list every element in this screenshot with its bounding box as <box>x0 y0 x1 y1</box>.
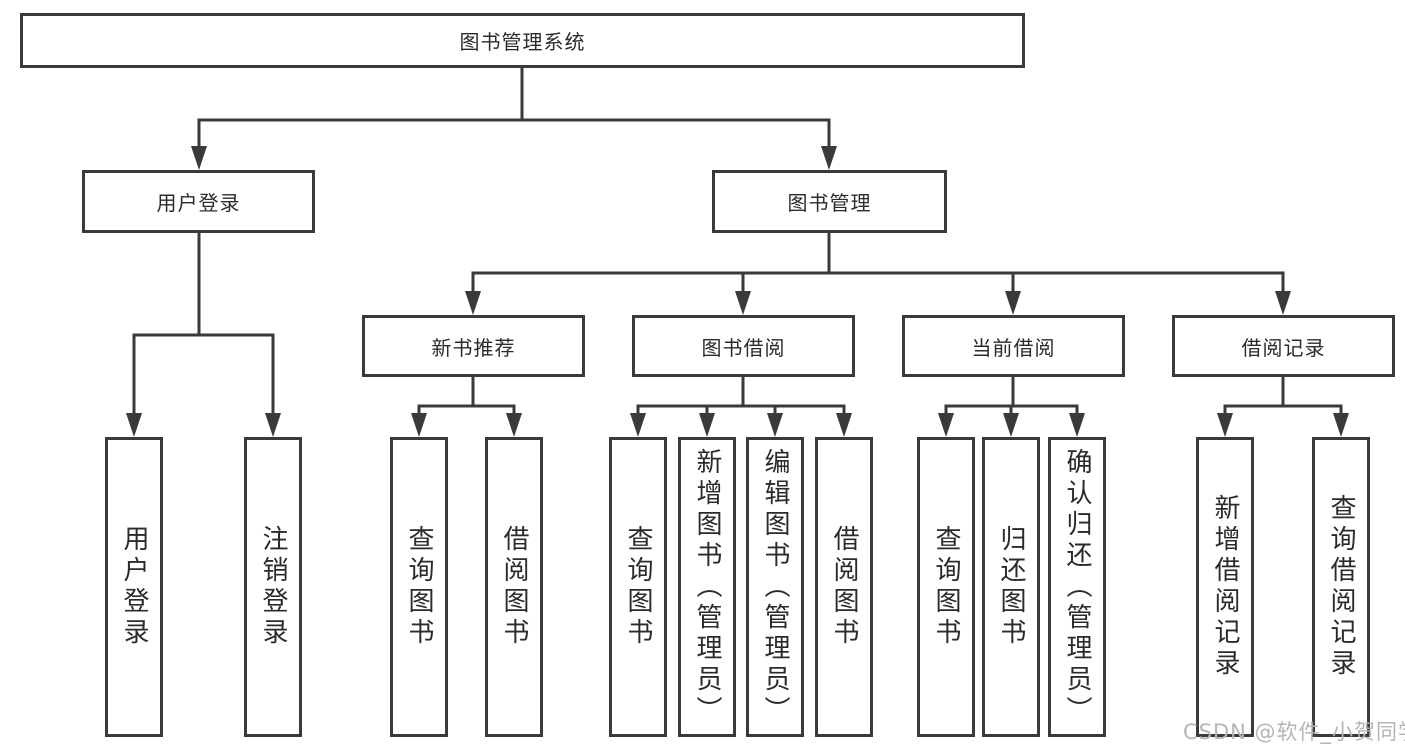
node-current-borrow-label: 当前借阅 <box>971 335 1056 360</box>
leaf-user-login: 用户登录 <box>105 437 163 737</box>
leaf-add-borrow-record-label: 新增借阅记录 <box>1210 494 1240 680</box>
leaf-confirm-return-admin: 确认归还（管理员） <box>1048 437 1106 737</box>
leaf-logout: 注销登录 <box>244 437 302 737</box>
watermark: CSDN @软件_小贺同学 <box>1183 720 1405 744</box>
node-new-book-recommend-label: 新书推荐 <box>431 335 516 360</box>
leaf-return-book-label: 归还图书 <box>996 525 1026 649</box>
leaf-query-borrow-record-label: 查询借阅记录 <box>1326 494 1356 680</box>
leaf-logout-label: 注销登录 <box>258 525 288 649</box>
leaf-query-book-3: 查询图书 <box>917 437 975 737</box>
leaf-add-borrow-record: 新增借阅记录 <box>1196 437 1254 737</box>
leaf-add-book-admin-label: 新增图书（管理员） <box>692 447 722 727</box>
leaf-edit-book-admin: 编辑图书（管理员） <box>746 437 804 737</box>
leaf-edit-book-admin-label: 编辑图书（管理员） <box>760 447 790 727</box>
root-node-system: 图书管理系统 <box>20 13 1025 68</box>
node-current-borrow: 当前借阅 <box>902 315 1125 377</box>
leaf-query-borrow-record: 查询借阅记录 <box>1312 437 1370 737</box>
leaf-user-login-label: 用户登录 <box>119 525 149 649</box>
node-book-management-label: 图书管理 <box>787 191 872 215</box>
leaf-query-book-2: 查询图书 <box>609 437 667 737</box>
leaf-query-book-3-label: 查询图书 <box>931 525 961 649</box>
leaf-borrow-book-1-label: 借阅图书 <box>499 525 529 649</box>
node-borrow-records: 借阅记录 <box>1172 315 1395 377</box>
node-borrow-records-label: 借阅记录 <box>1241 335 1326 360</box>
node-new-book-recommend: 新书推荐 <box>362 315 585 377</box>
leaf-return-book: 归还图书 <box>982 437 1040 737</box>
leaf-borrow-book-2-label: 借阅图书 <box>829 525 859 649</box>
node-book-borrow-label: 图书借阅 <box>701 335 786 360</box>
node-user-login-label: 用户登录 <box>156 191 241 215</box>
leaf-borrow-book-1: 借阅图书 <box>485 437 543 737</box>
root-node-label: 图书管理系统 <box>459 30 586 54</box>
node-user-login: 用户登录 <box>82 170 315 233</box>
leaf-add-book-admin: 新增图书（管理员） <box>678 437 736 737</box>
leaf-query-book-2-label: 查询图书 <box>623 525 653 649</box>
leaf-query-book-1: 查询图书 <box>390 437 448 737</box>
node-book-management: 图书管理 <box>712 170 947 233</box>
node-book-borrow: 图书借阅 <box>632 315 855 377</box>
leaf-query-book-1-label: 查询图书 <box>404 525 434 649</box>
leaf-borrow-book-2: 借阅图书 <box>815 437 873 737</box>
leaf-confirm-return-admin-label: 确认归还（管理员） <box>1062 447 1092 727</box>
